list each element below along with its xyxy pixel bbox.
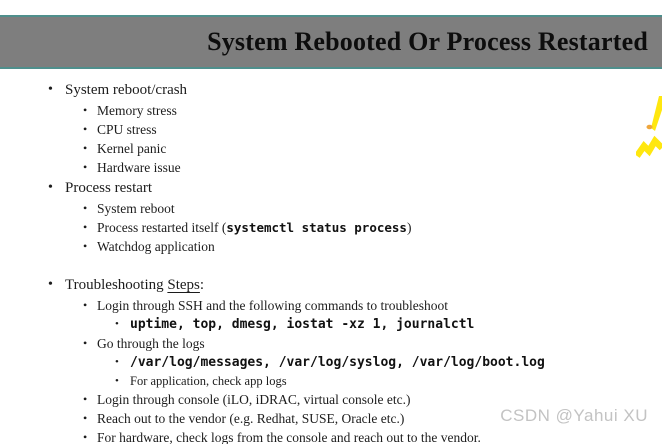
bullet-list-level3: • /var/log/messages, /var/log/syslog, /v… — [115, 353, 662, 390]
list-item-note: • For application, check app logs — [115, 372, 662, 390]
list-item-text: CPU stress — [97, 122, 157, 137]
section-heading: Process restart — [65, 180, 153, 196]
list-item: • Login through console (iLO, iDRAC, vir… — [83, 390, 662, 409]
yellow-spike-shape — [651, 96, 662, 131]
list-item: • Memory stress — [83, 101, 662, 120]
bullet-icon: • — [115, 356, 119, 368]
bullet-icon: • — [83, 336, 88, 350]
inline-code: uptime, top, dmesg, iostat -xz 1, journa… — [130, 317, 475, 332]
list-item: • Login through SSH and the following co… — [83, 296, 662, 334]
list-item-text: Hardware issue — [97, 160, 181, 175]
list-item-text: Login through console (iLO, iDRAC, virtu… — [97, 392, 411, 407]
list-item-text: ) — [406, 220, 412, 235]
bullet-icon: • — [83, 239, 88, 253]
bullet-icon: • — [115, 318, 119, 330]
bullet-icon: • — [83, 160, 88, 174]
section-heading-underlined: Steps — [167, 277, 200, 293]
slide-title-bar: System Rebooted Or Process Restarted — [0, 15, 662, 69]
list-item-code: • uptime, top, dmesg, iostat -xz 1, jour… — [115, 315, 662, 334]
list-item-text: Reach out to the vendor (e.g. Redhat, SU… — [97, 411, 405, 426]
list-item: • Watchdog application — [83, 237, 662, 256]
bullet-list-level2: • Login through SSH and the following co… — [83, 296, 662, 444]
list-item-text: System reboot — [97, 201, 175, 216]
list-item: • System reboot — [83, 199, 662, 218]
list-item: • Process restarted itself (systemctl st… — [83, 218, 662, 237]
list-item-text: For application, check app logs — [130, 374, 287, 388]
section-system-reboot-crash: • System reboot/crash • Memory stress • … — [48, 79, 662, 177]
bullet-icon: • — [83, 141, 88, 155]
list-item-text: For hardware, check logs from the consol… — [97, 430, 481, 444]
section-process-restart: • Process restart • System reboot • Proc… — [48, 177, 662, 256]
list-item: • For hardware, check logs from the cons… — [83, 428, 662, 444]
orange-dot-shape — [646, 124, 653, 130]
bullet-list-level1: • System reboot/crash • Memory stress • … — [0, 79, 662, 444]
bullet-icon: • — [83, 201, 88, 215]
bullet-icon: • — [83, 220, 88, 234]
list-item-text: Watchdog application — [97, 239, 215, 254]
bullet-icon: • — [83, 392, 88, 406]
list-item-text: Login through SSH and the following comm… — [97, 298, 448, 313]
bullet-icon: • — [115, 375, 119, 387]
yellow-cartoon-fragment-icon — [636, 96, 662, 158]
list-item: • CPU stress — [83, 120, 662, 139]
page-title: System Rebooted Or Process Restarted — [207, 27, 648, 56]
list-item: • Kernel panic — [83, 139, 662, 158]
section-heading: Troubleshooting — [65, 277, 168, 293]
inline-code: systemctl status process — [226, 220, 407, 235]
list-item-text: Memory stress — [97, 103, 177, 118]
list-item-text: Process restarted itself ( — [97, 220, 227, 235]
section-troubleshooting-steps: • Troubleshooting Steps: • Login through… — [48, 274, 662, 444]
list-item: • Hardware issue — [83, 158, 662, 177]
bullet-list-level2: • System reboot • Process restarted itse… — [83, 199, 662, 256]
list-item: • Go through the logs • /var/log/message… — [83, 334, 662, 390]
bullet-icon: • — [83, 298, 88, 312]
bullet-icon: • — [83, 122, 88, 136]
section-heading: System reboot/crash — [65, 82, 188, 98]
bullet-icon: • — [83, 411, 88, 425]
list-item: • Reach out to the vendor (e.g. Redhat, … — [83, 409, 662, 428]
list-item-code: • /var/log/messages, /var/log/syslog, /v… — [115, 353, 662, 372]
list-item-text: Go through the logs — [97, 336, 205, 351]
slide-body: • System reboot/crash • Memory stress • … — [0, 79, 662, 444]
inline-code: /var/log/messages, /var/log/syslog, /var… — [130, 355, 545, 370]
section-heading: : — [199, 277, 205, 293]
bullet-icon: • — [83, 103, 88, 117]
list-item-text: Kernel panic — [97, 141, 167, 156]
bullet-icon: • — [48, 277, 53, 292]
yellow-zigzag-shape — [636, 135, 662, 158]
bullet-list-level2: • Memory stress • CPU stress • Kernel pa… — [83, 101, 662, 177]
bullet-icon: • — [48, 82, 53, 97]
bullet-list-level3: • uptime, top, dmesg, iostat -xz 1, jour… — [115, 315, 662, 334]
bullet-icon: • — [48, 180, 53, 195]
bullet-icon: • — [83, 430, 88, 444]
